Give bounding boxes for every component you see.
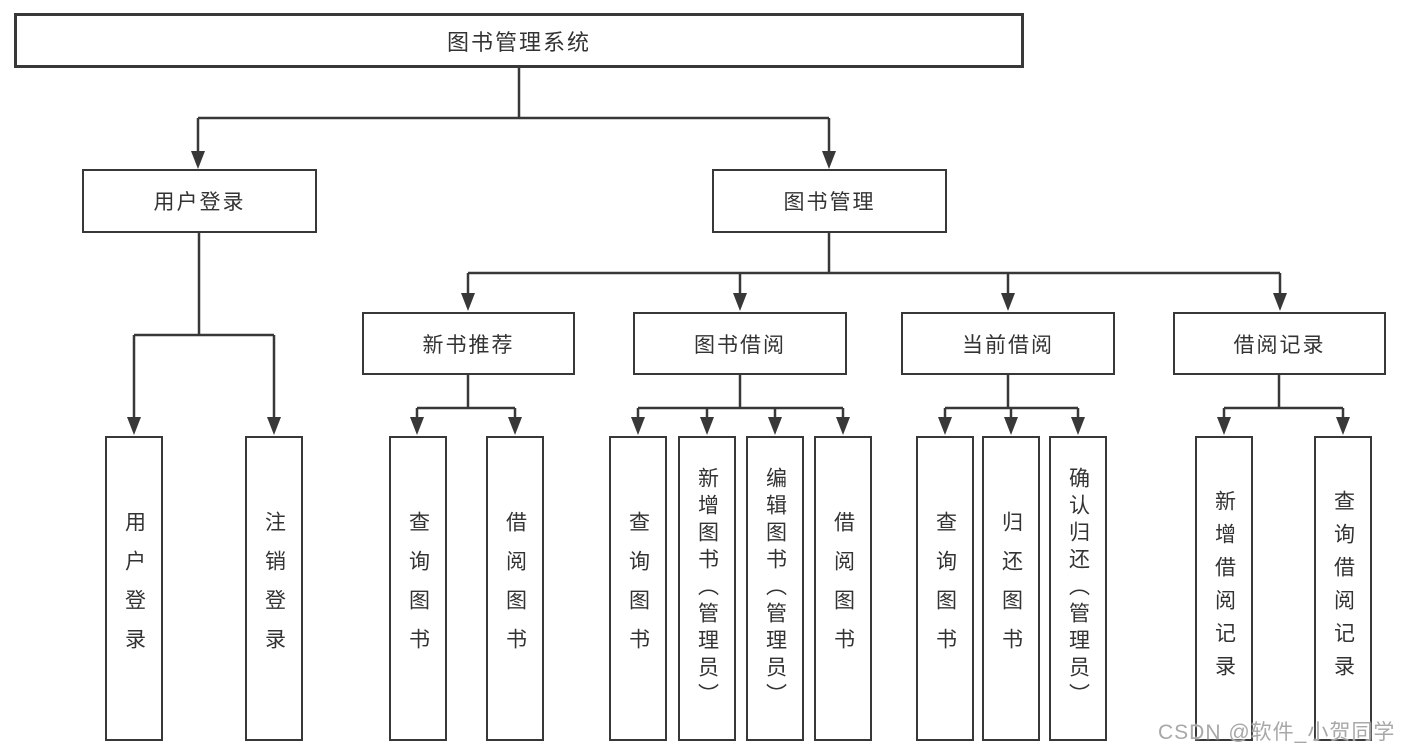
node-book-borrowing: 图书借阅 bbox=[633, 312, 847, 375]
node-current-borrowing: 当前借阅 bbox=[901, 312, 1115, 375]
node-label: 借阅图书 bbox=[831, 510, 855, 667]
node-label: 图书管理系统 bbox=[446, 29, 591, 55]
leaf-query-books: 查询图书 bbox=[609, 436, 667, 741]
node-label: 编辑图书（管理员） bbox=[763, 467, 787, 710]
leaf-return-books: 归还图书 bbox=[982, 436, 1040, 741]
node-label: 查询图书 bbox=[626, 510, 650, 667]
node-user-login: 用户登录 bbox=[82, 169, 317, 233]
node-label: 注销登录 bbox=[262, 510, 286, 667]
leaf-query-books: 查询图书 bbox=[389, 436, 447, 741]
node-book-management: 图书管理 bbox=[712, 169, 947, 233]
node-label: 新书推荐 bbox=[422, 333, 515, 357]
leaf-query-borrow-record: 查询借阅记录 bbox=[1314, 436, 1372, 741]
node-label: 当前借阅 bbox=[962, 333, 1054, 357]
node-label: 图书管理 bbox=[783, 191, 876, 214]
node-label: 确认归还（管理员） bbox=[1066, 467, 1090, 710]
node-label: 新增图书（管理员） bbox=[695, 467, 719, 710]
node-label: 用户登录 bbox=[122, 510, 146, 667]
node-label: 归还图书 bbox=[999, 510, 1023, 667]
leaf-edit-books-admin: 编辑图书（管理员） bbox=[746, 436, 804, 741]
leaf-confirm-return-admin: 确认归还（管理员） bbox=[1049, 436, 1107, 741]
watermark: CSDN @软件_小贺同学 bbox=[1158, 721, 1396, 744]
node-label: 新增借阅记录 bbox=[1212, 489, 1236, 688]
node-label: 查询图书 bbox=[406, 510, 430, 667]
leaf-query-books: 查询图书 bbox=[916, 436, 974, 741]
leaf-user-login: 用户登录 bbox=[105, 436, 163, 741]
node-borrow-records: 借阅记录 bbox=[1173, 312, 1386, 375]
leaf-borrow-books: 借阅图书 bbox=[814, 436, 872, 741]
node-library-management-system: 图书管理系统 bbox=[14, 13, 1024, 68]
node-label: 借阅图书 bbox=[503, 510, 527, 667]
node-label: 借阅记录 bbox=[1233, 333, 1326, 357]
node-new-book-recommend: 新书推荐 bbox=[362, 312, 575, 375]
leaf-borrow-books: 借阅图书 bbox=[486, 436, 544, 741]
leaf-add-books-admin: 新增图书（管理员） bbox=[678, 436, 736, 741]
node-label: 查询借阅记录 bbox=[1331, 489, 1355, 688]
node-label: 用户登录 bbox=[153, 191, 246, 214]
leaf-add-borrow-record: 新增借阅记录 bbox=[1195, 436, 1253, 741]
node-label: 图书借阅 bbox=[694, 333, 786, 357]
leaf-logout: 注销登录 bbox=[245, 436, 303, 741]
node-label: 查询图书 bbox=[933, 510, 957, 667]
